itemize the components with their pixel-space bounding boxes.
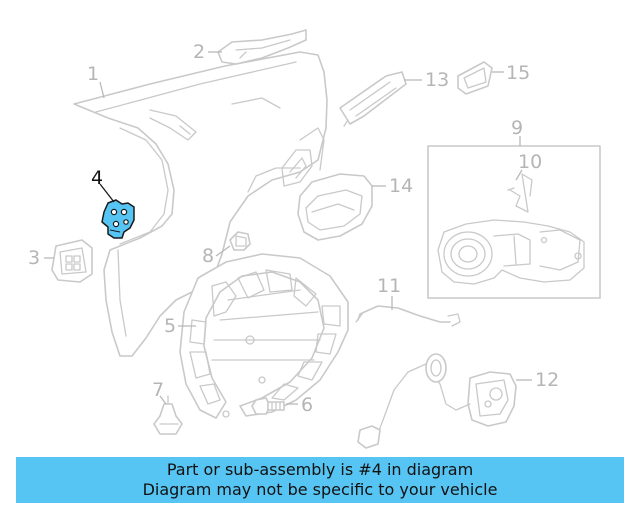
banner-line-disclaimer: Diagram may not be specific to your vehi… <box>142 480 498 499</box>
callout-11: 11 <box>377 275 401 297</box>
spring-part-10 <box>507 173 533 213</box>
wheel-arch-liner-part-5 <box>179 253 349 419</box>
callout-14: 14 <box>389 175 413 197</box>
quarter-panel-part-1 <box>73 51 328 357</box>
callout-3: 3 <box>28 247 40 269</box>
fuel-door-assembly-part-9 <box>427 145 601 299</box>
part-info-banner: Part or sub-assembly is #4 in diagram Di… <box>16 457 624 503</box>
callout-2: 2 <box>193 41 205 63</box>
bolt-part-6 <box>251 397 285 415</box>
actuator-part-12 <box>357 353 517 449</box>
callout-10: 10 <box>518 151 542 173</box>
clip-part-7 <box>153 395 183 435</box>
cable-part-11 <box>355 305 461 327</box>
callout-7: 7 <box>152 379 164 401</box>
leader-lines <box>44 51 532 405</box>
bracket-part-2 <box>217 29 307 65</box>
callout-15: 15 <box>506 62 530 84</box>
banner-line-part-number: Part or sub-assembly is #4 in diagram <box>166 460 474 479</box>
parts-diagram: 1 2 3 4 5 6 7 8 9 10 11 12 13 14 15 <box>28 29 601 449</box>
trim-part-13 <box>339 71 407 127</box>
grommet-part-3 <box>51 239 93 283</box>
callout-8: 8 <box>202 245 214 267</box>
callout-12: 12 <box>535 369 559 391</box>
callout-9: 9 <box>511 117 523 139</box>
callout-13: 13 <box>425 69 449 91</box>
callout-labels: 1 2 3 4 5 6 7 8 9 10 11 12 13 14 15 <box>28 41 559 416</box>
callout-1: 1 <box>87 63 99 85</box>
callout-5: 5 <box>164 315 176 337</box>
clip-part-8 <box>229 231 251 251</box>
housing-part-14 <box>297 173 373 241</box>
callout-4: 4 <box>91 167 103 189</box>
callout-6: 6 <box>301 394 313 416</box>
seal-part-15 <box>457 61 493 95</box>
bracket-part-4-highlighted <box>101 199 135 239</box>
